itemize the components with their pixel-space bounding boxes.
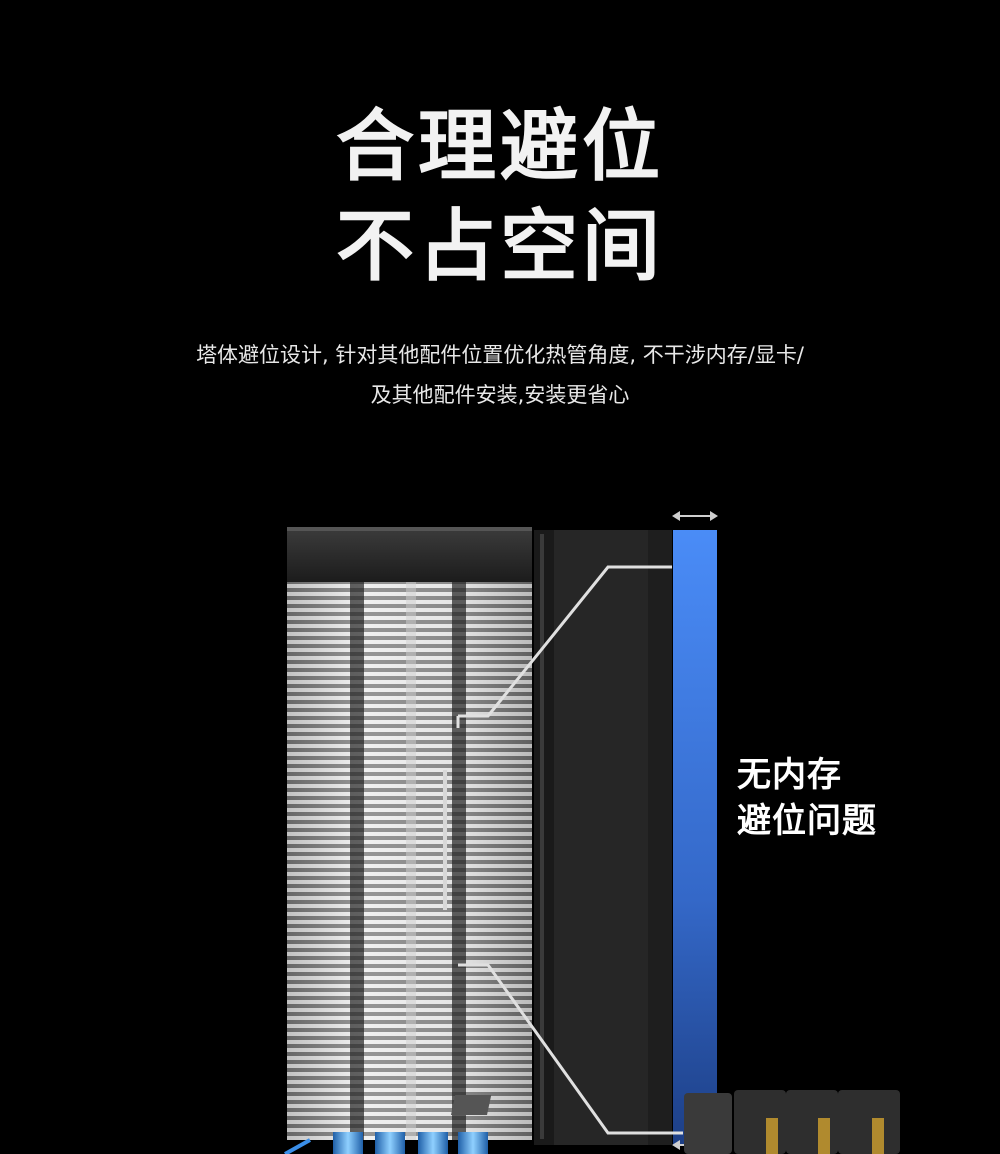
description-line-2: 及其他配件安装,安装更省心	[370, 383, 630, 407]
callout-line-2: 避位问题	[737, 801, 877, 841]
fan-frame	[534, 530, 672, 1145]
ram-modules	[450, 1090, 900, 1154]
leader-lines	[443, 565, 683, 1135]
callout-line-1: 无内存	[737, 755, 842, 795]
width-arrow-top	[672, 511, 718, 521]
headline-line-1: 合理避位	[335, 102, 664, 192]
description-line-1: 塔体避位设计, 针对其他配件位置优化热管角度, 不干涉内存/显卡/	[196, 343, 804, 367]
headline-line-2: 不占空间	[335, 202, 664, 292]
ram-clearance-bar	[673, 530, 717, 1145]
heatsink-fin-stack	[287, 580, 532, 1140]
heatsink-top-cap	[287, 527, 532, 582]
heatpipes	[284, 1132, 488, 1154]
